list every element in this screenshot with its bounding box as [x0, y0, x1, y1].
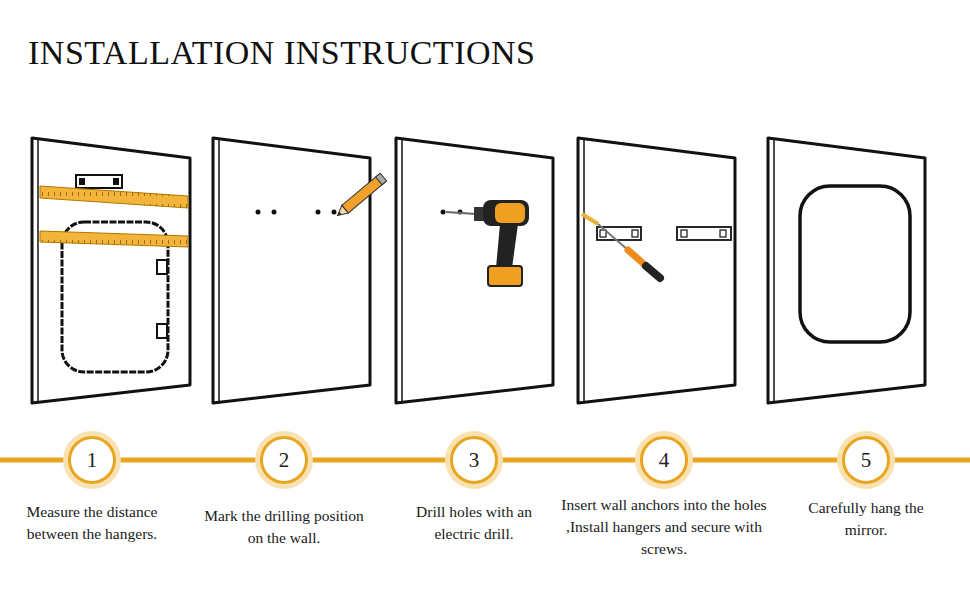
- step-caption: Insert wall anchors into the holes ,Inst…: [552, 494, 777, 560]
- panel-edges: [38, 140, 774, 401]
- timeline-connector: [496, 460, 642, 461]
- step-caption: Measure the distance between the hangers…: [2, 501, 182, 545]
- step-caption: Drill holes with an electric drill.: [399, 501, 549, 545]
- mirror: [800, 186, 910, 342]
- timeline-connector: [686, 460, 844, 461]
- mark-illustration: [256, 173, 387, 219]
- step-circle: 1Measure the distance between the hanger…: [68, 436, 116, 484]
- step-number: 5: [861, 448, 872, 473]
- step-caption: Carefully hang the mirror.: [806, 497, 926, 541]
- drill-illustration: [441, 200, 530, 286]
- timeline: [892, 458, 970, 463]
- step-circle: 3Drill holes with an electric drill.: [450, 436, 498, 484]
- wall-panels: [32, 138, 925, 403]
- step-number: 1: [87, 448, 98, 473]
- measure-illustration: [40, 175, 188, 372]
- step-caption: Mark the drilling position on the wall.: [199, 505, 369, 549]
- step-circle: 2Mark the drilling position on the wall.: [260, 436, 308, 484]
- step-number: 4: [659, 448, 670, 473]
- step-circle: 5Carefully hang the mirror.: [842, 436, 890, 484]
- hanger-illustration: [582, 214, 731, 278]
- timeline-connector: [306, 460, 452, 461]
- step-number: 3: [469, 448, 480, 473]
- step-number: 2: [279, 448, 290, 473]
- step-circle: 4Insert wall anchors into the holes ,Ins…: [640, 436, 688, 484]
- title: INSTALLATION INSTRUCTIONS: [28, 34, 535, 72]
- timeline-connector: [114, 460, 262, 461]
- timeline: [0, 458, 66, 463]
